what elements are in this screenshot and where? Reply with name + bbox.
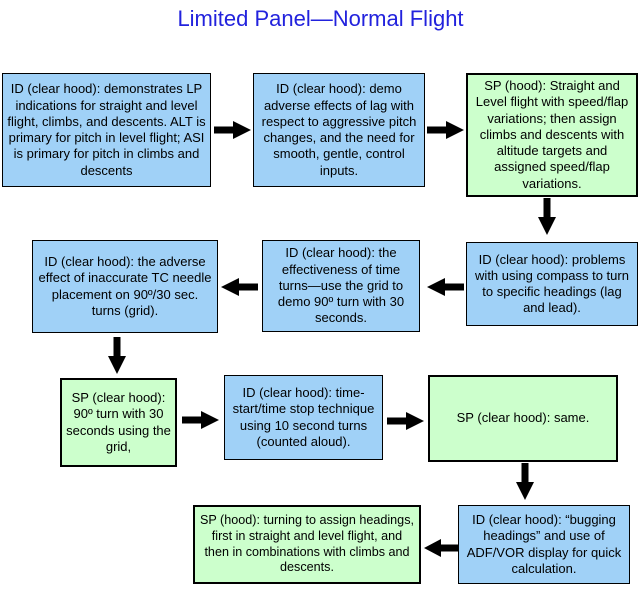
arrow-left-icon xyxy=(424,537,458,559)
flow-box-straight-level-speed-flap: SP (hood): Straight and Level flight wit… xyxy=(466,73,638,197)
flow-box-compass-problems: ID (clear hood): problems with using com… xyxy=(466,242,638,326)
flow-box-sp-turning-headings: SP (hood): turning to assign headings, f… xyxy=(193,505,421,584)
flow-box-time-start-stop: ID (clear hood): time-start/time stop te… xyxy=(224,375,383,460)
flow-box-lag-effects-demo: ID (clear hood): demo adverse effects of… xyxy=(253,73,425,187)
flow-box-sp-90-turn-grid: SP (clear hood): 90º turn with 30 second… xyxy=(60,378,177,467)
flow-box-time-turns-effectiveness: ID (clear hood): the effectiveness of ti… xyxy=(262,240,420,332)
flow-box-lp-indications: ID (clear hood): demonstrates LP indicat… xyxy=(2,73,211,187)
arrow-right-icon xyxy=(182,409,219,431)
arrow-down-icon xyxy=(536,198,558,235)
flow-box-bugging-headings: ID (clear hood): “bugging headings” and … xyxy=(458,505,630,584)
arrow-down-icon xyxy=(514,463,536,500)
flow-box-tc-needle-placement: ID (clear hood): the adverse effect of i… xyxy=(32,240,218,333)
arrow-right-icon xyxy=(214,119,251,141)
arrow-right-icon xyxy=(387,410,424,432)
arrow-left-icon xyxy=(221,276,258,298)
arrow-left-icon xyxy=(427,276,464,298)
page-title: Limited Panel—Normal Flight xyxy=(177,6,464,31)
arrow-down-icon xyxy=(106,337,128,374)
flow-box-sp-same: SP (clear hood): same. xyxy=(428,375,618,462)
arrow-right-icon xyxy=(427,119,464,141)
